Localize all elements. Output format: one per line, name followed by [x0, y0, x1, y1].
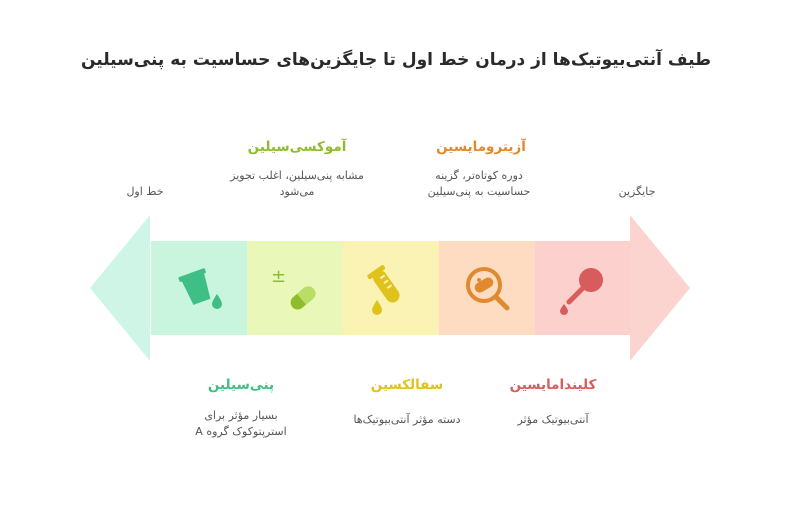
heading-azithromycin: آزیترومایسین: [436, 139, 526, 155]
test-tube-icon: [367, 265, 400, 315]
end-label-left: خط اول: [126, 185, 164, 198]
heading-amoxicillin: آموکسی‌سیلین: [247, 139, 347, 155]
arrow-left-tip: [90, 215, 150, 361]
desc-azithromycin: دوره کوتاه‌تر، گزینه حساسیت به پنی‌سیلین: [427, 169, 531, 198]
segment-penicillin: [151, 241, 247, 335]
heading-penicillin: پنی‌سیلین: [207, 377, 275, 393]
desc-amoxicillin: مشابه پنی‌سیلین، اغلب تجویز می‌شود: [230, 169, 364, 198]
desc-penicillin: بسیار مؤثر برای استرپتوکوک گروه A: [195, 409, 287, 438]
bucket-icon: [178, 268, 222, 309]
segment-clindamycin: [535, 241, 631, 335]
segment-amoxicillin: ±: [247, 241, 343, 335]
segment-azithromycin: [439, 241, 535, 335]
svg-text:±: ±: [271, 266, 286, 287]
heading-cephalexin: سفالکسین: [370, 377, 444, 393]
end-label-right: جایگزین: [618, 185, 656, 198]
desc-cephalexin: دسته مؤثر آنتی‌بیوتیک‌ها: [353, 413, 461, 426]
diagram-title: طیف آنتی‌بیوتیک‌ها از درمان خط اول تا جا…: [80, 50, 712, 70]
segment-cephalexin: [343, 241, 439, 335]
dropper-icon: [560, 268, 603, 315]
desc-clindamycin: آنتی‌بیوتیک مؤثر: [517, 413, 589, 426]
arrow-right-tip: [630, 215, 690, 361]
pill-plus-minus-icon: ±: [271, 266, 316, 310]
heading-clindamycin: کلیندامایسین: [509, 377, 597, 393]
pill-search-icon: [466, 267, 510, 311]
